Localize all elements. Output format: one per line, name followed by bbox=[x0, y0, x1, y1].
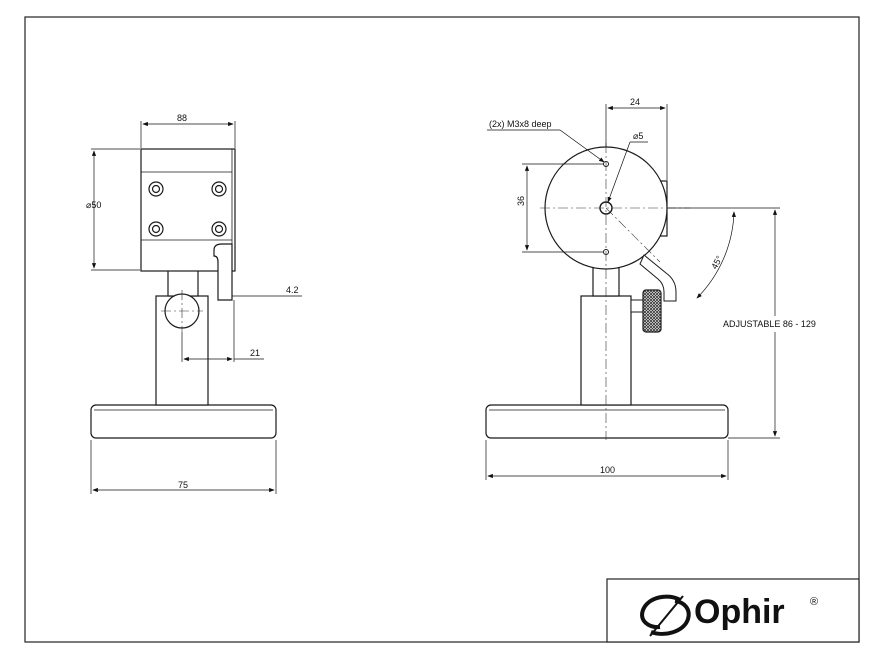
dim-base-75: 75 bbox=[178, 480, 188, 490]
ophir-logo-icon bbox=[640, 594, 691, 637]
ophir-wordmark: Ophir bbox=[694, 593, 785, 631]
logo-box bbox=[606, 578, 860, 643]
dim-top-24: 24 bbox=[630, 97, 640, 107]
dim-width-88: 88 bbox=[177, 113, 187, 123]
dim-offset-4-2: 4.2 bbox=[286, 285, 299, 295]
right-view bbox=[485, 146, 729, 439]
dim-holes-label: (2x) M3x8 deep bbox=[489, 119, 552, 129]
registered-mark: ® bbox=[810, 596, 818, 608]
left-neck bbox=[167, 267, 199, 297]
dim-hole-diameter-5: ⌀5 bbox=[633, 131, 643, 141]
drawing-frame bbox=[24, 16, 860, 643]
left-screws bbox=[148, 181, 227, 237]
left-view bbox=[90, 148, 277, 439]
dim-base-100: 100 bbox=[600, 465, 615, 475]
dim-post-21: 21 bbox=[250, 348, 260, 358]
left-bracket bbox=[213, 243, 233, 301]
right-knurled-knob bbox=[642, 289, 662, 333]
dim-adjustable-height: ADJUSTABLE 86 - 129 bbox=[723, 319, 816, 329]
right-angled-arm bbox=[639, 254, 677, 302]
dim-spacing-36: 36 bbox=[516, 196, 526, 206]
dim-angle-45: 45° bbox=[709, 254, 724, 271]
dim-diameter-50: ⌀50 bbox=[86, 200, 101, 210]
